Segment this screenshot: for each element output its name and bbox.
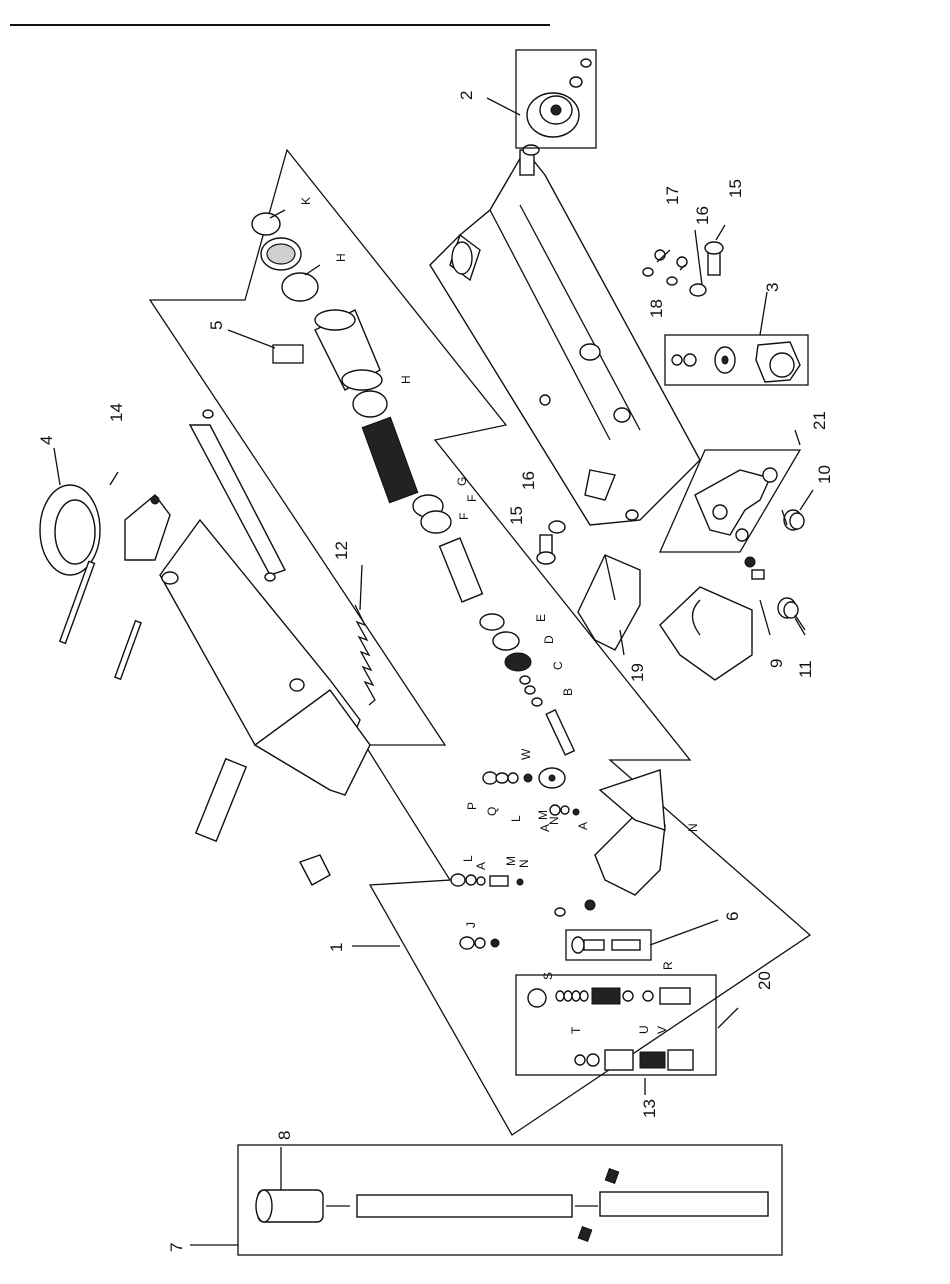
label-C: C [551,661,565,670]
label-part-18: 18 [647,299,666,318]
seal-stack-PQW [483,772,532,784]
label-part-3: 3 [763,283,782,292]
label-U: U [637,1025,651,1034]
seal-stack-LAMN-upper [550,805,579,815]
label-E: E [534,614,548,622]
label-part-13: 13 [640,1099,659,1118]
label-part-4: 4 [37,436,56,445]
label-part-1: 1 [327,943,346,952]
bracket-icon [695,468,777,541]
label-part-12: 12 [332,541,351,560]
label-part-15-lower: 15 [507,506,526,525]
label-H-2: H [399,375,413,384]
handle-screw-upper [605,1169,619,1184]
label-N-1: N [547,816,561,825]
label-F-1: F [465,495,479,502]
label-F-2: F [457,513,471,520]
label-S: S [541,972,555,980]
valve-gear-icon [539,768,565,788]
label-L-1: L [509,815,523,822]
pin-14-icon [110,472,118,485]
pin-9-icon [745,557,764,579]
caster-icon [672,342,800,382]
bolt-15-upper-icon [705,242,723,275]
seal-stack-LAMN-lower [451,874,523,886]
label-K: K [299,197,313,205]
label-P: P [465,802,479,810]
handle-grip-8-icon [256,1190,323,1222]
label-R: R [661,961,675,970]
label-L-2: L [461,855,475,862]
label-H-1: H [334,253,348,262]
label-part-17: 17 [663,186,682,205]
spring-12-icon [355,605,375,705]
pump-piston-icon [528,988,690,1007]
torsion-spring-10-icon [782,510,804,530]
saddle-holder-icon [125,495,170,560]
release-valve-6-icon [572,937,640,953]
frame-body [430,145,700,525]
torsion-spring-11-icon [778,598,805,630]
label-part-9: 9 [767,659,786,668]
label-J: J [464,922,478,928]
bolt-15-lower-icon [537,535,555,564]
label-N-3: N [686,823,700,832]
label-N-2: N [517,859,531,868]
part-5-box [273,345,303,363]
label-part-20: 20 [755,971,774,990]
small-block [300,855,330,885]
label-part-16-lower: 16 [519,471,538,490]
label-M-2: M [504,856,518,866]
label-part-16-upper: 16 [693,206,712,225]
handle-tube-upper [357,1195,572,1217]
label-part-5: 5 [207,321,226,330]
label-G: G [455,477,469,486]
label-part-6: 6 [723,912,742,921]
label-part-8: 8 [275,1131,294,1140]
nut-18b-icon [667,277,677,285]
label-part-15-upper: 15 [726,179,745,198]
valve-block [555,770,665,916]
nut-18a-icon [643,268,653,276]
pin-left-b [115,621,141,679]
label-part-14: 14 [107,403,126,422]
label-part-19: 19 [628,663,647,682]
handle-screw-lower [578,1227,592,1242]
label-A-3: A [576,822,590,830]
label-part-21: 21 [810,411,829,430]
label-part-10: 10 [815,465,834,484]
label-part-7: 7 [167,1243,186,1252]
wheel-icon [527,59,591,137]
part-19-bracket [578,555,640,650]
label-W: W [519,748,533,760]
washer-16-lower-icon [549,521,565,533]
label-part-2: 2 [457,91,476,100]
label-D: D [542,635,556,644]
label-Q: Q [485,807,499,816]
cover-plate [660,587,752,680]
screw-17b-icon [677,257,687,267]
label-part-11: 11 [796,660,815,678]
roller-pin [196,759,246,841]
label-A-2: A [474,862,488,870]
handle-tube-lower [600,1192,768,1216]
label-V: V [655,1026,669,1034]
label-B: B [561,688,575,696]
label-T: T [569,1026,583,1034]
washer-16-upper-icon [690,284,706,296]
seal-stack-J [460,937,499,949]
